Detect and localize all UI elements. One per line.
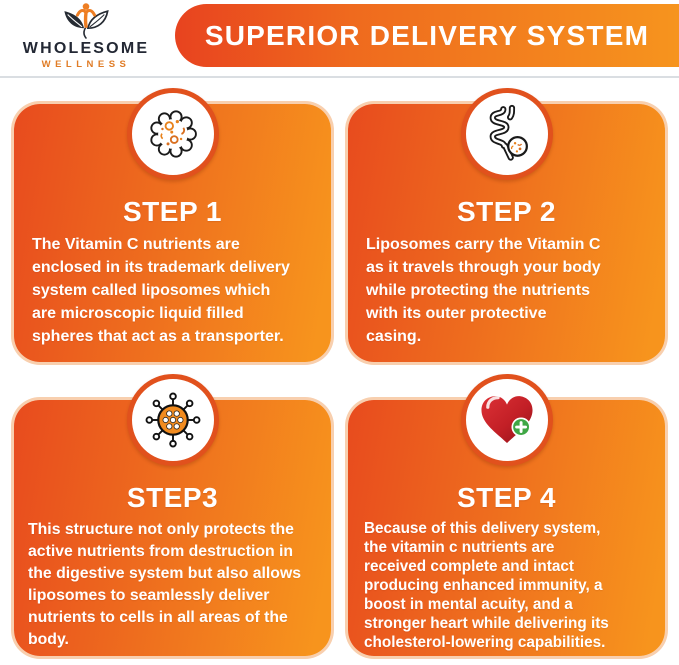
step-3-description: This structure not only protects the act…: [28, 521, 302, 648]
header-divider: [0, 76, 679, 78]
step-1-description: The Vitamin C nutrients are enclosed in …: [32, 236, 290, 345]
step-card-1: STEP 1 The Vitamin C nutrients are enclo…: [14, 88, 331, 362]
brand-subname: WELLNESS: [41, 59, 131, 70]
step-4-icon-badge: [460, 374, 553, 466]
step-1-title: STEP 1: [123, 196, 222, 227]
step-2-title: STEP 2: [457, 196, 556, 227]
page-title: SUPERIOR DELIVERY SYSTEM: [204, 19, 650, 51]
heart-plus-icon: [480, 396, 533, 444]
leaves-person-logo-icon: [64, 3, 109, 39]
step-3-icon-badge: [126, 374, 219, 466]
microbe-liposome-icon: [149, 110, 197, 158]
step-card-2: STEP 2 Liposomes carry the Vitamin C as …: [348, 88, 665, 362]
brand-logo: WHOLESOME WELLNESS: [18, 2, 154, 71]
step-4-title: STEP 4: [457, 482, 556, 513]
intestines-icon: [489, 104, 528, 161]
step-card-4: STEP 4 Because of this delivery system, …: [348, 374, 665, 656]
header-banner: SUPERIOR DELIVERY SYSTEM: [175, 4, 679, 67]
cell-receptors-icon: [145, 392, 200, 448]
step-2-icon-badge: [460, 88, 553, 180]
step-card-3: STEP3 This structure not only protects t…: [14, 374, 331, 656]
brand-name: WHOLESOME: [22, 40, 150, 57]
step-3-title: STEP3: [126, 482, 219, 513]
step-2-description: Liposomes carry the Vitamin C as it trav…: [366, 236, 601, 345]
step-1-icon-badge: [126, 88, 219, 180]
step-4-description: Because of this delivery system, the vit…: [364, 520, 609, 651]
